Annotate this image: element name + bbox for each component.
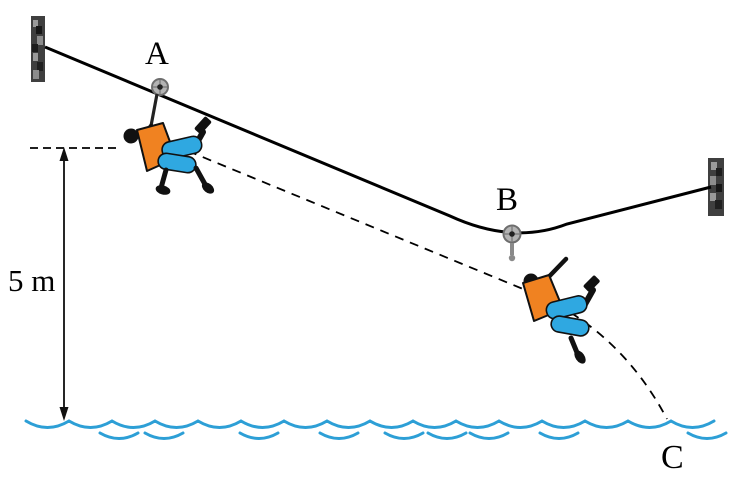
rider-a-boot — [155, 185, 171, 195]
water-ripple — [686, 431, 728, 440]
rider-b-boot — [574, 350, 586, 364]
water-surface-line — [24, 419, 716, 429]
water-ripple — [238, 431, 280, 440]
rider-a-pants-lower — [157, 152, 197, 174]
rider-b-raised-boot — [583, 275, 600, 292]
left-post — [31, 16, 45, 82]
pulley-b-icon — [502, 224, 522, 262]
rider-a-raised-boot — [194, 116, 212, 134]
rider-b-pants-lower — [550, 315, 590, 337]
water-ripple — [426, 431, 468, 440]
label-point-c: C — [661, 439, 684, 476]
label-height-5m: 5 m — [8, 263, 56, 298]
pulley-a-icon — [149, 78, 169, 127]
right-post — [708, 158, 724, 216]
height-arrow — [59, 147, 69, 421]
height-arrow-down-head — [59, 407, 69, 421]
rider-a-leg — [158, 167, 169, 191]
water-ripple — [143, 431, 185, 440]
rider-b-pants — [545, 295, 588, 320]
label-point-b: B — [496, 182, 519, 218]
rider-falling — [522, 256, 600, 364]
water-ripple — [468, 431, 510, 440]
water-ripple — [318, 431, 360, 440]
rider-at-a — [123, 116, 215, 195]
height-arrow-up-head — [59, 147, 69, 161]
rider-a-head — [123, 128, 139, 144]
water-ripple — [98, 431, 140, 440]
water-ripple — [538, 431, 580, 440]
label-point-a: A — [145, 36, 169, 72]
rider-a-boot2 — [201, 182, 215, 194]
water-waves — [24, 419, 728, 440]
water-ripple — [383, 431, 425, 440]
